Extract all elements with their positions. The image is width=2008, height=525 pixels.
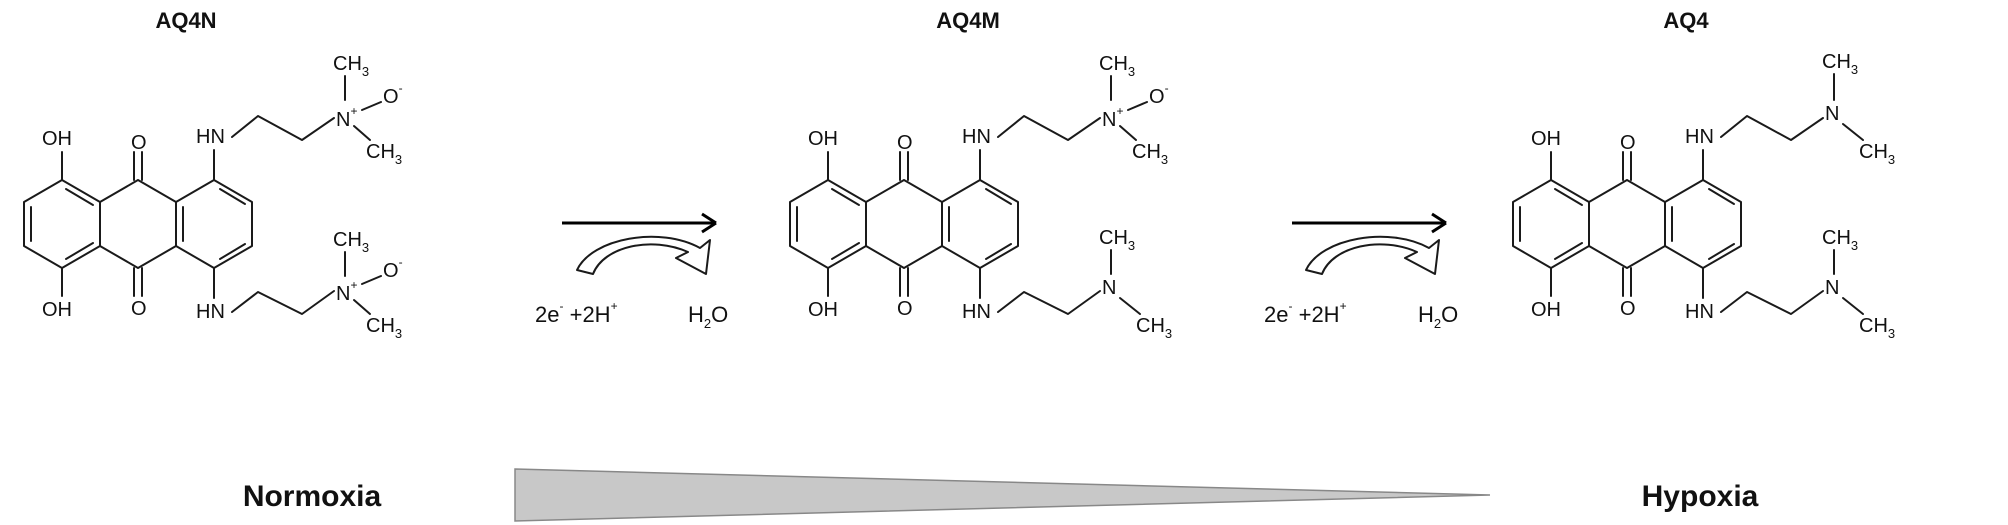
reagent-label-2: 2e- +2H+	[1264, 299, 1347, 327]
normoxia-label: Normoxia	[243, 480, 382, 513]
hypoxia-label: Hypoxia	[1642, 480, 1759, 513]
reaction-arrowhead-1	[701, 212, 717, 234]
molecule-aq4: AQ4	[1512, 8, 1897, 342]
gradient-wedge	[514, 468, 1491, 522]
compound-title-aq4m: AQ4M	[936, 8, 1000, 33]
curved-arrow-1	[576, 235, 711, 275]
reaction-step-1: 2e- +2H+ H2O	[535, 212, 728, 331]
reaction-arrowhead-2	[1431, 212, 1447, 234]
reaction-step-2: 2e- +2H+ H2O	[1264, 212, 1458, 331]
molecule-aq4m: AQ4M	[789, 8, 1174, 342]
product-water-label-2: H2O	[1418, 302, 1458, 331]
product-water-label-1: H2O	[688, 302, 728, 331]
reagent-label-1: 2e- +2H+	[535, 299, 618, 327]
oxygen-gradient: Normoxia Hypoxia	[243, 468, 1759, 522]
molecule-aq4n: AQ4N	[23, 8, 404, 342]
compound-title-aq4: AQ4	[1663, 8, 1709, 33]
curved-arrow-2	[1305, 235, 1440, 275]
compound-title-aq4n: AQ4N	[155, 8, 216, 33]
